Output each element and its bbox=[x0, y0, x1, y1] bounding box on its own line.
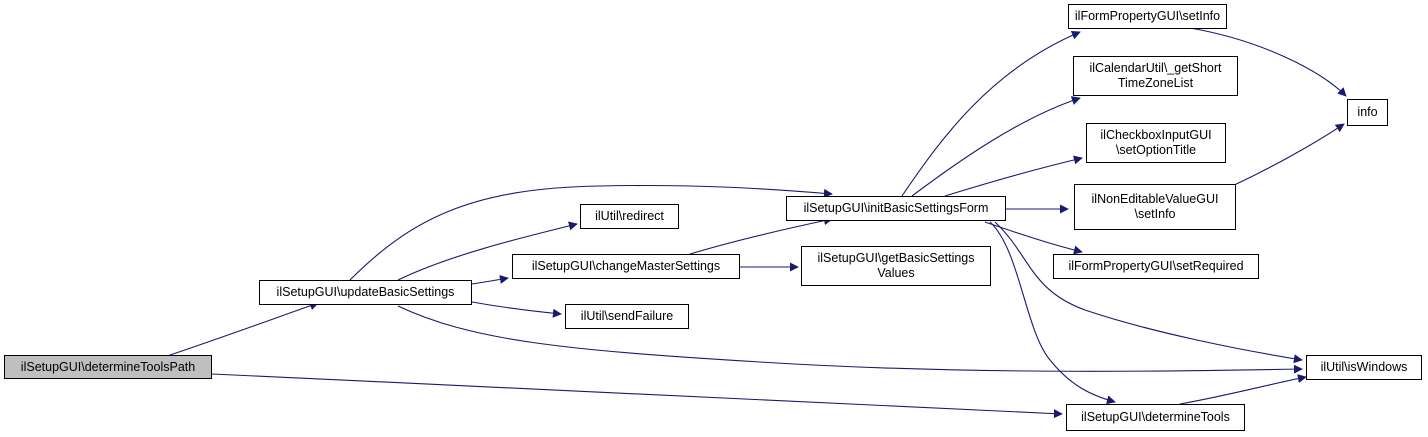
edge-determineToolsPath-determineTools bbox=[211, 373, 1063, 419]
node-label-group: ilNonEditableValueGUI \setInfo bbox=[1092, 192, 1219, 222]
node-label: ilSetupGUI\updateBasicSettings bbox=[276, 285, 455, 299]
edge-changeMasterSettings-initBasicSettingsForm bbox=[689, 216, 833, 255]
node-label: ilFormPropertyGUI\setInfo bbox=[1074, 9, 1221, 23]
node-label-group: ilSetupGUI\getBasicSettings Values bbox=[817, 251, 974, 281]
node-label-group: ilCalendarUtil\_getShort TimeZoneList bbox=[1089, 61, 1221, 91]
edge-updateBasicSettings-isWindows bbox=[397, 305, 1303, 374]
node-label-line2: Values bbox=[877, 266, 915, 280]
node-determine-tools-path: ilSetupGUI\determineToolsPath bbox=[4, 355, 212, 379]
node-label: ilUtil\sendFailure bbox=[580, 309, 674, 323]
node-label-line2: TimeZoneList bbox=[1117, 76, 1194, 90]
edge-updateBasicSettings-changeMasterSettings bbox=[471, 275, 509, 285]
node-send-failure[interactable]: ilUtil\sendFailure bbox=[565, 304, 689, 329]
node-get-short-time-zone-list[interactable]: ilCalendarUtil\_getShort TimeZoneList bbox=[1073, 56, 1238, 96]
node-info[interactable]: info bbox=[1347, 99, 1388, 126]
node-update-basic-settings[interactable]: ilSetupGUI\updateBasicSettings bbox=[259, 280, 472, 305]
node-change-master-settings[interactable]: ilSetupGUI\changeMasterSettings bbox=[512, 254, 740, 279]
node-label: ilSetupGUI\changeMasterSettings bbox=[531, 259, 721, 273]
edge-updateBasicSettings-initBasicSettingsForm bbox=[349, 184, 833, 281]
edge-initBasicSettingsForm-setRequired bbox=[984, 221, 1083, 255]
node-label-line2: \setOptionTitle bbox=[1115, 143, 1197, 157]
edge-updateBasicSettings-sendFailure bbox=[471, 301, 562, 318]
edge-setInfo-info bbox=[1189, 27, 1347, 97]
node-label: ilCalendarUtil\_getShort bbox=[1089, 61, 1222, 75]
node-label: ilSetupGUI\determineToolsPath bbox=[20, 359, 196, 374]
node-label: ilUtil\isWindows bbox=[1320, 360, 1408, 374]
edge-initBasicSettingsForm-setOptionTitle bbox=[944, 155, 1083, 197]
node-label: ilSetupGUI\getBasicSettings bbox=[817, 251, 975, 265]
node-is-windows[interactable]: ilUtil\isWindows bbox=[1306, 355, 1422, 380]
node-set-required[interactable]: ilFormPropertyGUI\setRequired bbox=[1053, 254, 1259, 279]
node-label-group: ilCheckboxInputGUI \setOptionTitle bbox=[1100, 128, 1211, 158]
edge-determineToolsPath-updateBasicSettings bbox=[169, 301, 319, 356]
node-non-editable-set-info[interactable]: ilNonEditableValueGUI \setInfo bbox=[1074, 184, 1236, 230]
node-label: ilSetupGUI\determineTools bbox=[1081, 410, 1230, 424]
node-determine-tools[interactable]: ilSetupGUI\determineTools bbox=[1066, 404, 1245, 431]
node-get-basic-settings-values[interactable]: ilSetupGUI\getBasicSettings Values bbox=[801, 246, 991, 286]
node-label: ilFormPropertyGUI\setRequired bbox=[1068, 259, 1244, 273]
edge-updateBasicSettings-redirect bbox=[397, 221, 578, 281]
node-label: ilUtil\redirect bbox=[595, 209, 664, 223]
edge-determineTools-isWindows bbox=[1179, 374, 1307, 405]
node-set-option-title[interactable]: ilCheckboxInputGUI \setOptionTitle bbox=[1086, 123, 1226, 163]
node-init-basic-settings-form[interactable]: ilSetupGUI\initBasicSettingsForm bbox=[786, 196, 1006, 221]
edge-initBasicSettingsForm-setInfo bbox=[901, 31, 1081, 197]
node-label: ilCheckboxInputGUI bbox=[1100, 128, 1212, 142]
edge-initBasicSettingsForm-isWindows bbox=[994, 221, 1303, 364]
node-label: ilSetupGUI\initBasicSettingsForm bbox=[803, 201, 989, 215]
node-set-info[interactable]: ilFormPropertyGUI\setInfo bbox=[1068, 4, 1227, 29]
edge-initBasicSettingsForm-getShortTimeZoneList bbox=[911, 96, 1081, 197]
node-redirect[interactable]: ilUtil\redirect bbox=[580, 204, 679, 229]
node-label-line2: \setInfo bbox=[1134, 207, 1176, 221]
edge-initBasicSettingsForm-determineTools bbox=[989, 221, 1116, 405]
node-label: info bbox=[1357, 105, 1378, 119]
node-label: ilNonEditableValueGUI bbox=[1091, 192, 1219, 206]
